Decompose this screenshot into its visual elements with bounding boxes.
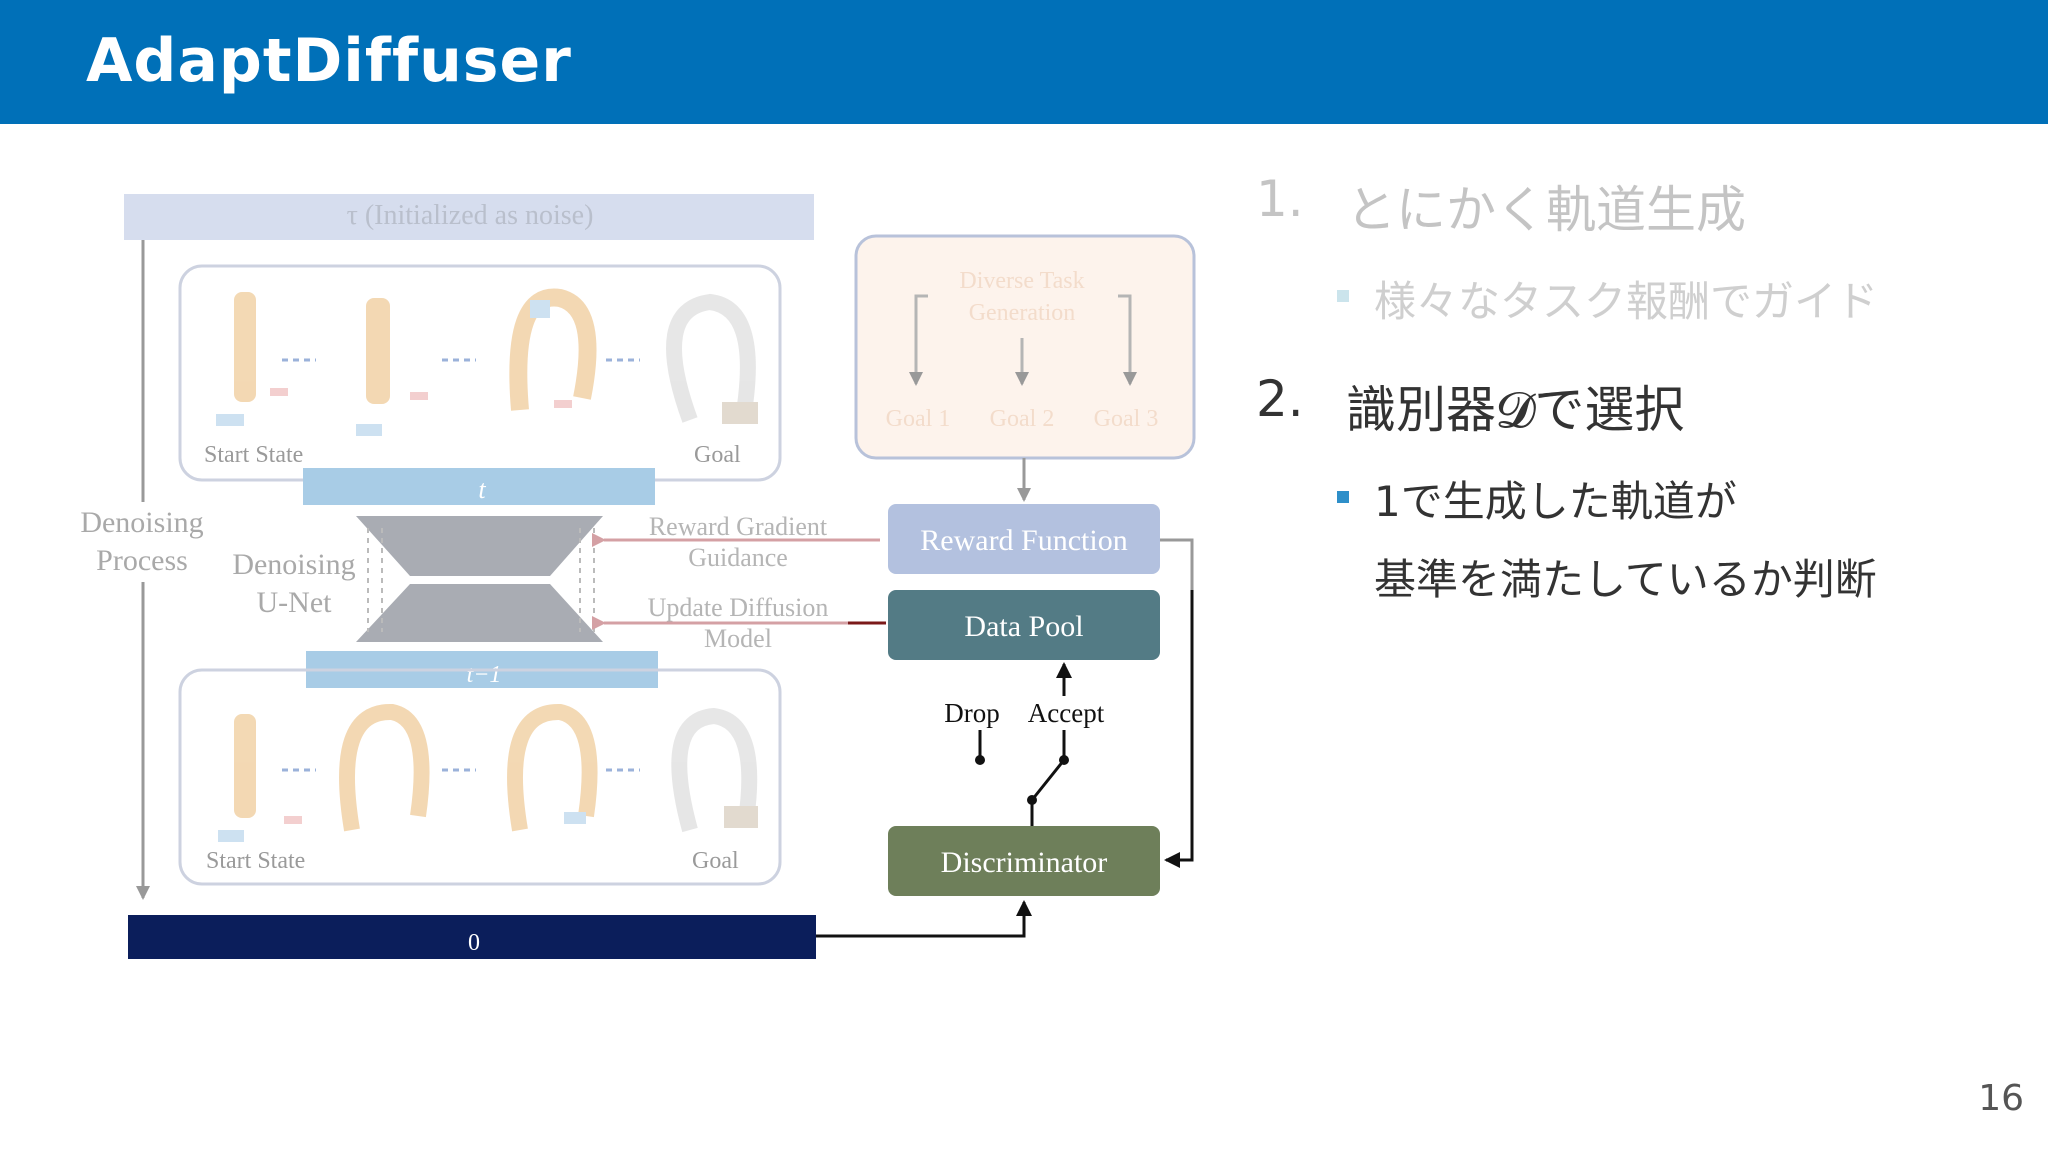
- drop-label: Drop: [944, 698, 1000, 728]
- slide-title: AdaptDiffuser: [86, 26, 572, 96]
- unet-encoder: [356, 516, 603, 576]
- goal-1-label: Goal 1: [886, 406, 951, 432]
- reward-gradient-label-1: Reward Gradient: [649, 512, 828, 541]
- update-diffusion-label-2: Model: [704, 624, 772, 653]
- goal-2-label: Goal 2: [990, 406, 1055, 432]
- slide-header: AdaptDiffuser: [0, 0, 2048, 124]
- start-state-label-top: Start State: [204, 442, 303, 468]
- noise-bar-label: τ (Initialized as noise): [347, 200, 594, 231]
- trajectory-panel-bottom: [178, 668, 782, 886]
- t-bar: [303, 468, 655, 505]
- goal-label-top: Goal: [694, 442, 741, 468]
- diverse-task-label-1: Diverse Task: [959, 268, 1084, 294]
- reward-function-box: [888, 504, 1160, 574]
- denoising-process-label-1: Denoising: [80, 506, 203, 539]
- goal-3-label: Goal 3: [1094, 406, 1159, 432]
- t-minus-1-bar-label: t−1: [467, 662, 502, 688]
- robot-arm-frames-top: [216, 288, 758, 436]
- data-pool-box: [888, 590, 1160, 660]
- page-number: 16: [1978, 1078, 2024, 1119]
- discriminator-box: [888, 826, 1160, 896]
- data-pool-label: Data Pool: [964, 610, 1083, 643]
- diverse-task-label-2: Generation: [969, 300, 1076, 326]
- switch-lever: [1030, 759, 1066, 801]
- goal-label-bottom: Goal: [692, 848, 739, 874]
- accept-label: Accept: [1028, 698, 1105, 728]
- start-state-label-bottom: Start State: [206, 848, 305, 874]
- unet-decoder: [356, 584, 603, 642]
- robot-arm-frames-bottom: [218, 704, 758, 842]
- unet-label-1: Denoising: [232, 548, 355, 581]
- unet-label-2: U-Net: [257, 586, 333, 619]
- t-bar-label: t: [478, 475, 486, 504]
- reward-gradient-label-2: Guidance: [688, 543, 788, 572]
- zero-bar: [128, 915, 816, 959]
- zero-bar-label: 0: [468, 930, 480, 956]
- noise-bar: [124, 194, 814, 240]
- reward-function-label: Reward Function: [920, 524, 1127, 557]
- discriminator-label: Discriminator: [941, 846, 1108, 879]
- update-diffusion-label-1: Update Diffusion: [648, 593, 829, 622]
- denoising-process-label-2: Process: [96, 544, 188, 577]
